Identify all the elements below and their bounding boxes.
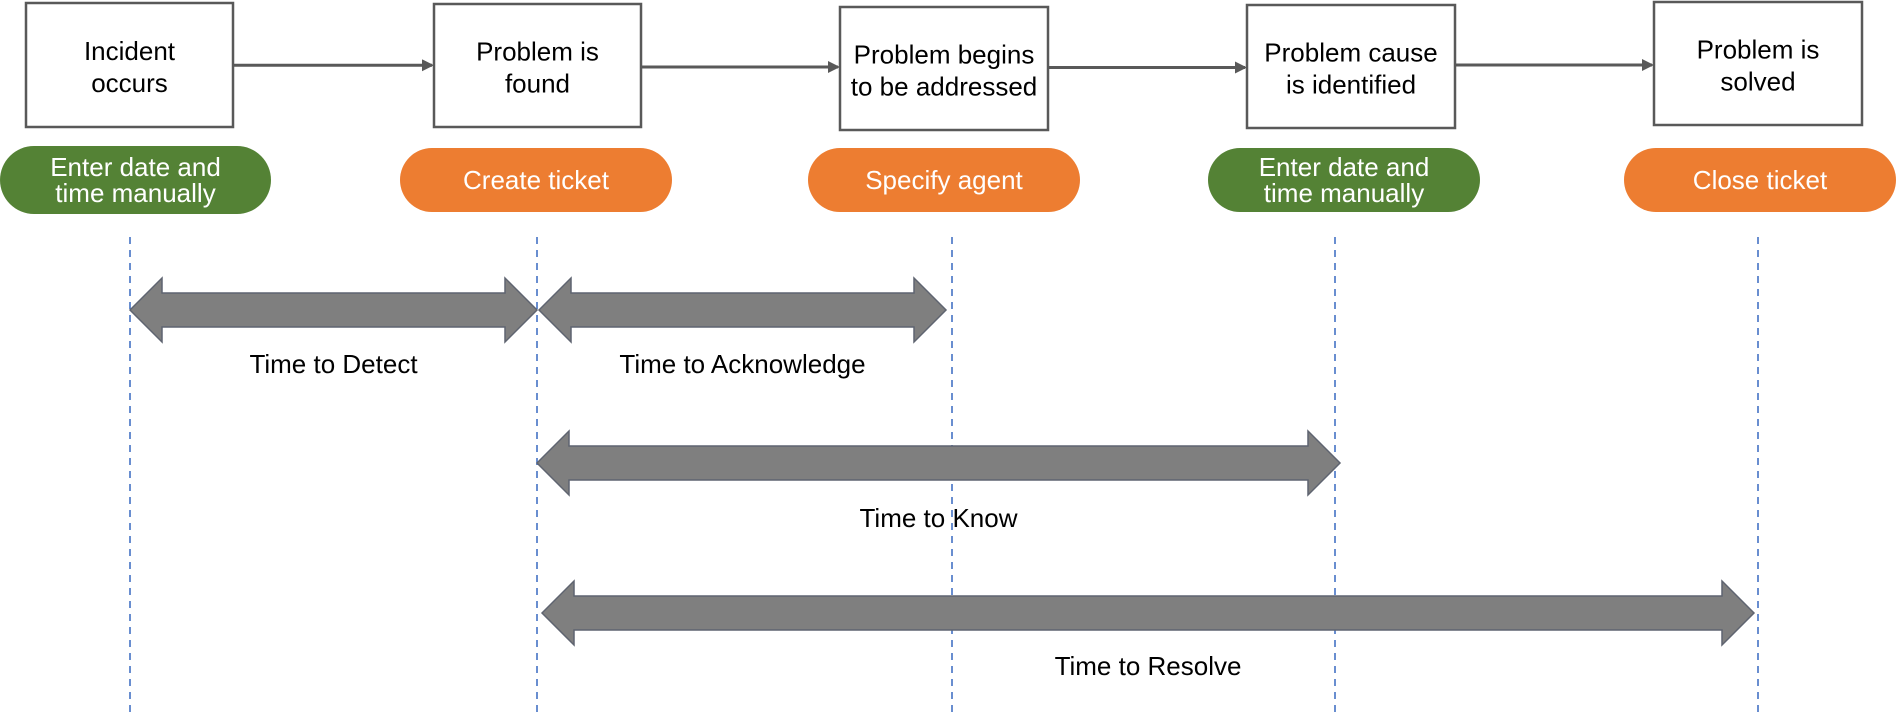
span-time-to-detect: Time to Detect: [128, 276, 539, 379]
pill-label-line1: Specify agent: [865, 165, 1023, 195]
span-time-to-acknowledge: Time to Acknowledge: [537, 276, 948, 379]
pill-label-line2: time manually: [1264, 178, 1424, 208]
pill-shape: [400, 148, 672, 212]
pill-label-line1: Enter date and: [1259, 152, 1430, 182]
stage-label-line1: Incident: [84, 36, 176, 66]
pill-shape: [1624, 148, 1896, 212]
action-pill-enter-date-1: Enter date and time manually: [0, 146, 271, 214]
double-arrow: [537, 276, 948, 344]
pill-label-line1: Create ticket: [463, 165, 610, 195]
pill-label-line2: time manually: [55, 178, 215, 208]
action-pill-create-ticket: Create ticket: [400, 148, 672, 212]
span-label: Time to Acknowledge: [619, 349, 865, 379]
stage-label-line2: found: [505, 69, 570, 99]
stage-box: [838, 5, 1050, 132]
pill-shape: [0, 146, 271, 214]
span-label: Time to Detect: [249, 349, 418, 379]
stage-box: [432, 2, 643, 129]
stage-label-line1: Problem is: [476, 37, 599, 67]
action-pill-enter-date-2: Enter date and time manually: [1208, 148, 1480, 212]
stage-label-line2: occurs: [91, 68, 168, 98]
pill-shape: [1208, 148, 1480, 212]
pill-shape: [808, 148, 1080, 212]
stage-label-line1: Problem is: [1697, 35, 1820, 65]
action-pill-specify-agent: Specify agent: [808, 148, 1080, 212]
stage-cause-identified: Problem cause is identified: [1245, 3, 1457, 130]
action-pill-close-ticket: Close ticket: [1624, 148, 1896, 212]
double-arrow: [128, 276, 539, 344]
pill-label-line1: Enter date and: [50, 152, 221, 182]
stage-label-line1: Problem cause: [1264, 38, 1437, 68]
stage-problem-addressed: Problem begins to be addressed: [838, 5, 1050, 132]
span-label: Time to Resolve: [1055, 651, 1242, 681]
stage-label-line1: Problem begins: [854, 40, 1035, 70]
stage-label-line2: to be addressed: [851, 72, 1037, 102]
stage-box: [24, 1, 235, 129]
span-time-to-know: Time to Know: [535, 429, 1342, 533]
pill-label-line1: Close ticket: [1693, 165, 1828, 195]
stage-box: [1652, 0, 1864, 127]
double-arrow: [540, 579, 1756, 647]
stage-problem-found: Problem is found: [432, 2, 643, 129]
span-time-to-resolve: Time to Resolve: [540, 579, 1756, 681]
stage-box: [1245, 3, 1457, 130]
span-label: Time to Know: [860, 503, 1018, 533]
stage-problem-solved: Problem is solved: [1652, 0, 1864, 127]
flow-arrows: [234, 59, 1654, 74]
stage-label-line2: is identified: [1286, 70, 1416, 100]
stage-label-line2: solved: [1720, 67, 1795, 97]
stage-incident-occurs: Incident occurs: [24, 1, 235, 129]
double-arrow: [535, 429, 1342, 497]
